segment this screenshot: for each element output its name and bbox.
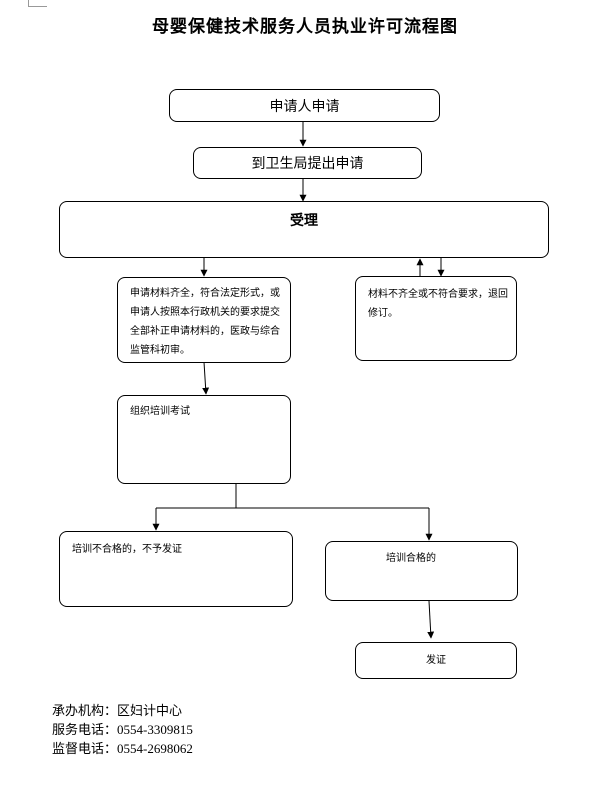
footer-org: 承办机构：区妇计中心 [52,700,182,719]
node-complete: 申请材料齐全，符合法定形式，或申请人按照本行政机关的要求提交全部补正申请材料的，… [117,277,291,363]
footer-service-phone: 服务电话：0554-3309815 [52,719,193,738]
node-issue-label: 发证 [426,655,446,666]
node-pass-label: 培训合格的 [386,553,436,564]
node-fail-label: 培训不合格的，不予发证 [72,544,182,555]
node-submit: 到卫生局提出申请 [193,147,422,179]
node-accept-label: 受理 [290,213,318,229]
node-apply-label: 申请人申请 [269,98,340,115]
node-training: 组织培训考试 [117,395,291,484]
node-apply: 申请人申请 [169,89,440,122]
node-submit-label: 到卫生局提出申请 [251,156,364,172]
supervise-phone-label: 监督电话： [52,742,118,757]
node-fail: 培训不合格的，不予发证 [59,531,293,607]
node-incomplete-label: 材料不齐全或不符合要求，退回修订。 [368,289,508,319]
page-title: 母婴保健技术服务人员执业许可流程图 [152,17,458,37]
node-pass: 培训合格的 [325,541,518,601]
node-complete-label: 申请材料齐全，符合法定形式，或申请人按照本行政机关的要求提交全部补正申请材料的，… [130,288,280,356]
org-value: 区妇计中心 [117,704,183,719]
arrow-pass-to-issue [427,600,435,639]
supervise-phone-value: 0554-2698062 [117,741,193,756]
footer-supervise-phone: 监督电话：0554-2698062 [52,738,193,757]
org-label: 承办机构： [52,704,118,719]
service-phone-label: 服务电话： [52,723,118,738]
node-accept: 受理 [59,201,549,258]
node-training-label: 组织培训考试 [130,406,190,417]
node-incomplete: 材料不齐全或不符合要求，退回修订。 [355,276,517,361]
page-corner-mark [28,0,47,7]
service-phone-value: 0554-3309815 [117,722,193,737]
arrow-complete-to-training [202,361,210,395]
node-issue: 发证 [355,642,517,679]
